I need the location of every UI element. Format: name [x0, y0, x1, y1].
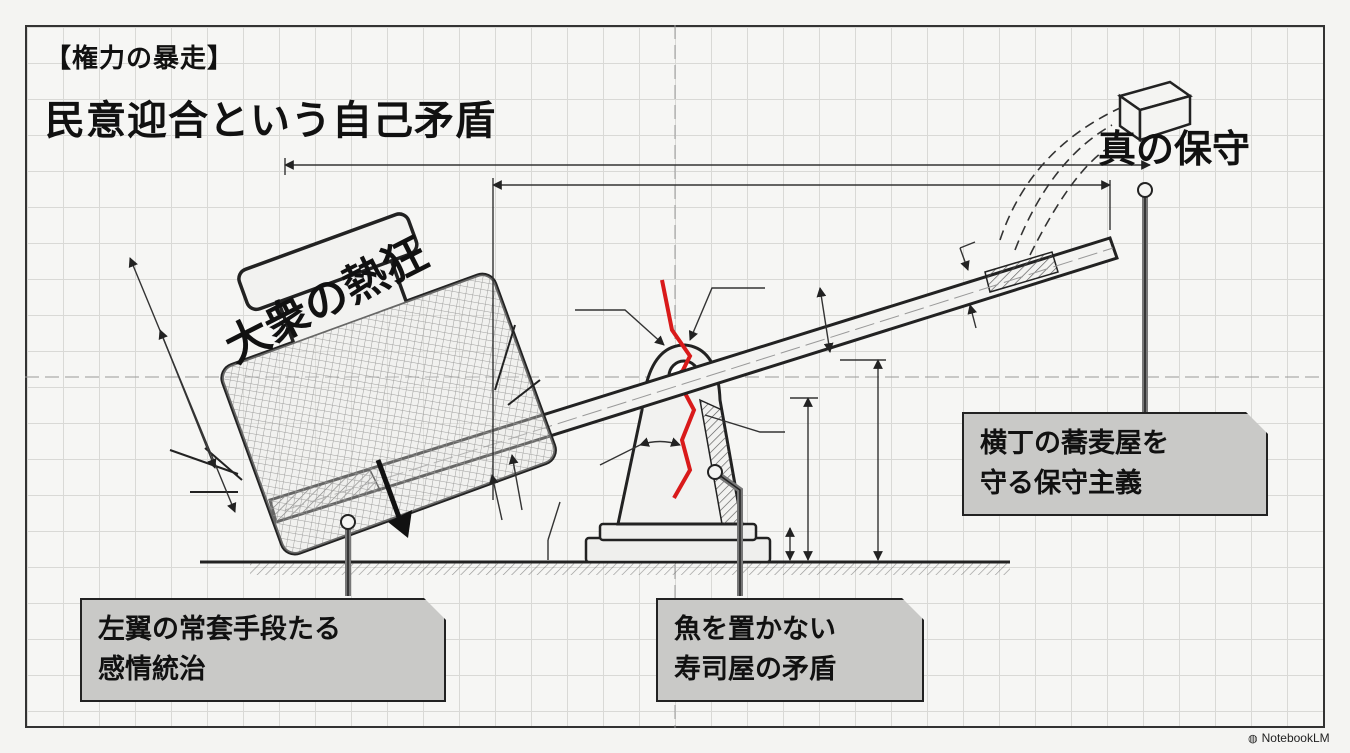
notebook-icon: ◍ — [1248, 732, 1258, 745]
page-title: 民意迎合という自己矛盾 — [45, 98, 496, 144]
down-arrow — [375, 459, 412, 538]
leader-dot-right — [1137, 182, 1153, 198]
brand-watermark: ◍ NotebookLM — [1248, 731, 1330, 745]
flying-block — [999, 80, 1193, 256]
callout-right: 横丁の蕎麦屋を 守る保守主義 — [962, 412, 1268, 516]
fulcrum-base — [584, 522, 772, 564]
ground — [200, 560, 1010, 575]
callout-middle-line1: 魚を置かない — [674, 614, 836, 645]
dimension-lines — [128, 158, 1151, 561]
callout-middle: 魚を置かない 寿司屋の矛盾 — [656, 598, 924, 702]
true-conservatism-label: 真の保守 — [1098, 127, 1251, 171]
crack-mark — [660, 279, 697, 499]
callout-right-line2: 守る保守主義 — [980, 468, 1142, 499]
leader-dot-middle — [707, 464, 723, 480]
leader-dot-left — [340, 514, 356, 530]
title-kicker: 【権力の暴走】 — [45, 44, 235, 74]
callout-middle-line2: 寿司屋の矛盾 — [674, 654, 836, 685]
callout-left-line2: 感情統治 — [98, 654, 206, 685]
brand-name: NotebookLM — [1261, 731, 1330, 745]
weight-shape — [220, 212, 557, 556]
callout-left-line1: 左翼の常套手段たる — [98, 614, 341, 645]
callout-right-line1: 横丁の蕎麦屋を — [980, 428, 1169, 459]
callout-left: 左翼の常套手段たる 感情統治 — [80, 598, 446, 702]
